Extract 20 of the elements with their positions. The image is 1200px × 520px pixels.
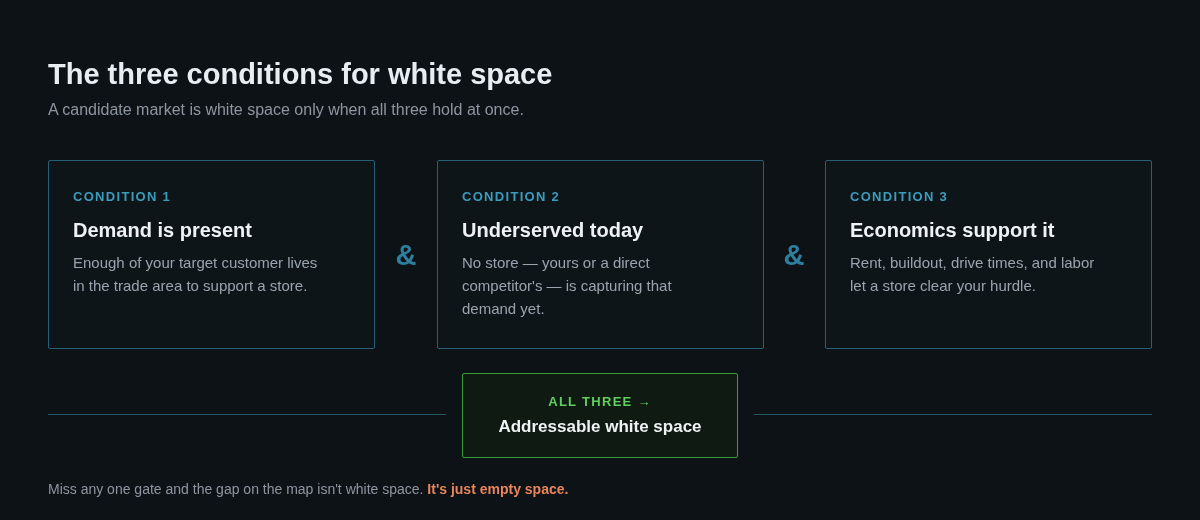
card-heading: Underserved today	[462, 218, 645, 243]
ampersand: &	[394, 238, 418, 272]
ampersand: &	[782, 238, 806, 272]
result-label: ALL THREE →	[547, 394, 653, 410]
footnote: Miss any one gate and the gap on the map isn't white space. It's just empty space.	[48, 480, 569, 498]
card-heading: Economics support it	[850, 218, 1056, 243]
result-heading: Addressable white space	[497, 416, 703, 438]
condition-card	[437, 160, 764, 349]
subtitle: A candidate market is white space only when all three hold at once.	[48, 100, 524, 120]
condition-card	[825, 160, 1152, 349]
card-description: Enough of your target customer lives in the trade area to support a store.	[73, 253, 319, 296]
condition-card	[48, 160, 375, 349]
title: The three conditions for white space	[48, 57, 553, 92]
card-description: Rent, buildout, drive times, and labor let a store clear your hurdle.	[850, 253, 1096, 296]
condition-label: CONDITION 1	[73, 189, 173, 205]
condition-label: CONDITION 3	[850, 189, 950, 205]
card-heading: Demand is present	[73, 218, 253, 243]
card-description: No store — yours or a direct competitor's — is capturing that demand yet.	[462, 253, 673, 319]
condition-label: CONDITION 2	[462, 189, 562, 205]
result-box	[462, 373, 738, 458]
